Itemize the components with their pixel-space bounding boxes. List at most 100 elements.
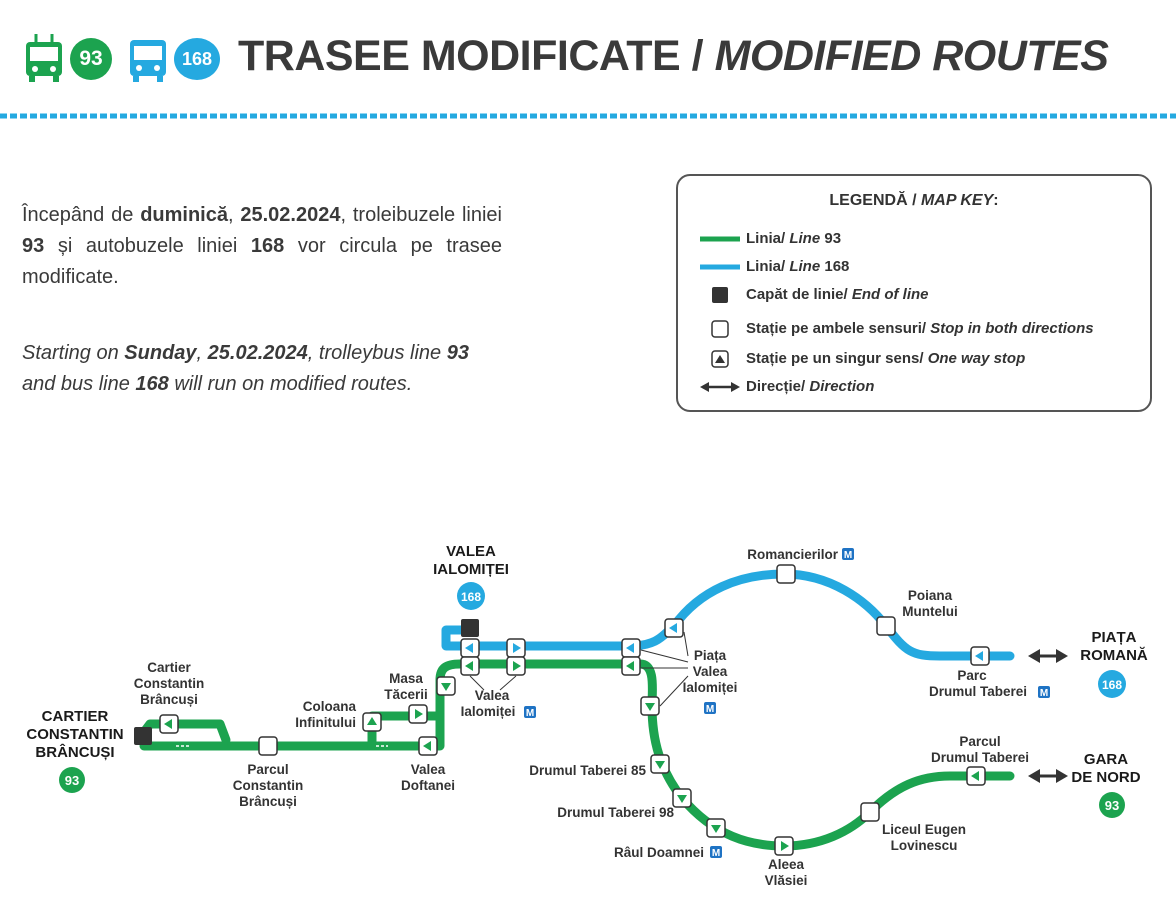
intro-ro-text: , xyxy=(227,204,241,226)
intro-en-date: 25.02.2024 xyxy=(207,342,308,364)
legend-title: LEGENDĂ / MAP KEY: xyxy=(678,192,1150,210)
intro-ro-text: vor circula pe trasee modificate. xyxy=(22,235,502,288)
line-168-badge: 168 xyxy=(174,38,220,80)
legend-text: Stație pe un singur sens/ xyxy=(746,350,928,367)
intro-en-line168: 168 xyxy=(135,373,169,395)
legend-text: Linia/ xyxy=(746,230,790,247)
legend-text-en: One way stop xyxy=(927,350,1026,367)
intro-english: Starting on Sunday, 25.02.2024, trolleyb… xyxy=(22,338,502,400)
legend-text-en: Line xyxy=(789,230,821,247)
metro-icon xyxy=(842,548,854,561)
stop-valea-ialomitei-93-west xyxy=(460,656,480,676)
stop-piata-vi-93 xyxy=(621,656,641,676)
stop-piata-vi-168-ne xyxy=(664,618,684,638)
bus-icon xyxy=(130,40,166,82)
blue-line-symbol xyxy=(700,264,740,270)
legend-text-en: Stop in both directions xyxy=(930,320,1094,337)
intro-romanian: Începând de duminică, 25.02.2024, trolei… xyxy=(22,200,502,293)
direction-arrow-gara-de-nord xyxy=(1028,769,1068,783)
title-ro: TRASEE MODIFICATE / xyxy=(238,32,704,80)
svg-text:93: 93 xyxy=(1105,798,1119,813)
stop-parcul-dt-93 xyxy=(966,766,986,786)
legend-text-en: End of line xyxy=(851,286,929,303)
svg-text:93: 93 xyxy=(65,773,79,788)
metro-icon xyxy=(704,702,716,715)
metro-icon xyxy=(710,846,722,859)
direction-ticks xyxy=(176,700,447,747)
intro-ro-text: și autobuzele liniei xyxy=(44,235,251,257)
badge-168-valea: 168 xyxy=(457,582,485,610)
terminus-valea-ialomitei xyxy=(461,619,479,637)
stop-valea-ialomitei-168-east xyxy=(506,638,526,658)
title-en: MODIFIED ROUTES xyxy=(714,32,1109,80)
intro-ro-line168: 168 xyxy=(250,235,285,257)
black-square-icon xyxy=(712,287,728,303)
badge-93-gara-de-nord: 93 xyxy=(1099,792,1125,818)
intro-ro-day: duminică xyxy=(140,204,228,226)
stop-masa xyxy=(408,704,428,724)
stop-coloana xyxy=(362,712,382,732)
header-divider xyxy=(0,113,1176,119)
intro-ro-date: 25.02.2024 xyxy=(240,204,341,226)
header: 93 168 TRASEE MODIFICATE / MODIFIED ROUT… xyxy=(22,30,1162,86)
stop-aleea-vlasiei xyxy=(774,836,794,856)
stop-piata-vi-168 xyxy=(621,638,641,658)
legend-title-en: MAP KEY xyxy=(920,192,994,209)
legend-text-en: Direction xyxy=(809,378,875,395)
badge-93-cartier: 93 xyxy=(59,767,85,793)
intro-en-text: Starting on xyxy=(22,342,125,364)
double-arrow-icon xyxy=(700,382,740,392)
label-romancierilor: Romancierilor xyxy=(747,547,839,562)
metro-icon xyxy=(524,706,536,719)
green-line-symbol xyxy=(700,236,740,242)
page-title: TRASEE MODIFICATE / MODIFIED ROUTES xyxy=(238,32,1109,81)
stop-raul-doamnei xyxy=(706,818,726,838)
legend-suffix: 168 xyxy=(820,258,850,275)
svg-text:168: 168 xyxy=(1102,678,1122,692)
intro-ro-line93: 93 xyxy=(22,235,45,257)
intro-en-text: , trolleybus line xyxy=(307,342,447,364)
stop-dt98 xyxy=(672,788,692,808)
direction-arrow-piata-romana xyxy=(1028,649,1068,663)
badge-168-piata-romana: 168 xyxy=(1098,670,1126,698)
stop-liceul-lovinescu xyxy=(860,802,880,822)
intro-ro-text: Începând de xyxy=(22,204,141,226)
stop-valea-ialomitei-168-west xyxy=(460,638,480,658)
trolleybus-icon xyxy=(26,34,62,82)
label-dt98: Drumul Taberei 98 xyxy=(557,805,674,820)
legend-title-colon: : xyxy=(993,192,999,209)
stop-cartier-cb xyxy=(159,714,179,734)
label-dt85: Drumul Taberei 85 xyxy=(529,763,646,778)
stop-romancierilor xyxy=(776,564,796,584)
legend-title-ro: LEGENDĂ / xyxy=(829,192,921,209)
legend-text: Linia/ xyxy=(746,258,790,275)
stop-valea-doftanei xyxy=(418,736,438,756)
svg-text:168: 168 xyxy=(461,590,481,604)
stop-near-valea-ialomitei xyxy=(436,676,456,696)
intro-ro-text: , troleibuzele liniei xyxy=(340,204,502,226)
line-93-badge: 93 xyxy=(70,38,112,80)
one-way-stop-icon xyxy=(711,350,729,368)
terminus-cartier-brancusi xyxy=(134,727,152,745)
leader-lines xyxy=(469,631,689,707)
legend-text: Capăt de linie/ xyxy=(746,286,852,303)
legend-suffix: 93 xyxy=(820,230,842,247)
stop-parcul-cb xyxy=(258,736,278,756)
intro-en-line93: 93 xyxy=(446,342,469,364)
legend-text-en: Line xyxy=(789,258,821,275)
intro-en-text: and bus line xyxy=(22,373,136,395)
